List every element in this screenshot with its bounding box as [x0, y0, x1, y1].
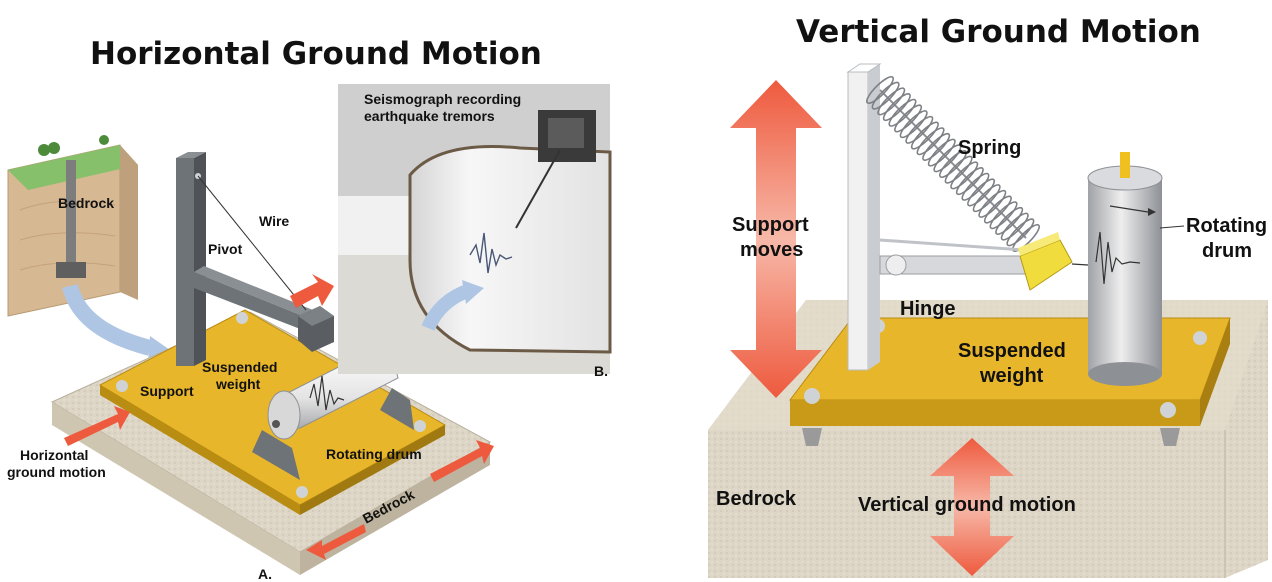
spring-coil [888, 98, 917, 127]
spring-coil [961, 172, 990, 201]
spring-coil [950, 161, 979, 190]
spring-coil [983, 195, 1012, 224]
photo-caption-2: earthquake tremors [364, 108, 495, 124]
spring-coil [978, 189, 1007, 218]
left-suspended-weight [298, 306, 334, 352]
inset-pointer-arrow [62, 283, 153, 356]
support-moves-label-2: moves [740, 239, 803, 261]
support-moves-label-1: Support [732, 214, 809, 236]
spring-coil [995, 206, 1024, 235]
left-ground-arrow-2 [430, 440, 494, 482]
wire [197, 175, 307, 311]
right-rotating-drum [1087, 152, 1163, 386]
right-drum-label-2: drum [1202, 240, 1252, 262]
spring-label: Spring [958, 137, 1021, 159]
spring [865, 75, 1041, 253]
vertical-ground-motion-arrow [930, 438, 1014, 576]
left-weight-label-1: Suspended [202, 359, 277, 375]
left-drum-label: Rotating drum [326, 446, 422, 462]
spring-coil [955, 167, 984, 196]
inset-bedrock-label: Bedrock [58, 195, 114, 211]
spring-coil [899, 110, 928, 139]
pen-motion-arrow [290, 274, 334, 308]
spring-coil [916, 127, 945, 156]
spring-coil [927, 138, 956, 167]
spring-coil [910, 121, 939, 150]
bedrock-inset: Bedrock [7, 135, 138, 317]
right-weight-label-1: Suspended [958, 340, 1066, 362]
panel-b-label: B. [594, 363, 608, 379]
spring-coil [972, 184, 1001, 213]
support-moves-arrow [730, 80, 822, 398]
spring-coil [922, 132, 951, 161]
right-panel-title: Vertical Ground Motion [796, 14, 1201, 50]
hinge-label: Hinge [900, 298, 956, 320]
hinge-and-boom [879, 238, 1027, 276]
right-bedrock-label: Bedrock [716, 488, 797, 510]
left-ground-arrow-3 [306, 524, 366, 560]
left-support-column [176, 152, 206, 366]
seismograph-photo [338, 84, 612, 374]
vertical-ground-motion-label: Vertical ground motion [858, 494, 1076, 516]
left-weight-label-2: weight [215, 376, 261, 392]
left-ground-motion-label-2: ground motion [7, 464, 106, 480]
right-drum-label-1: Rotating [1186, 215, 1267, 237]
spring-coil [1006, 218, 1035, 247]
left-boom-arm [194, 266, 318, 332]
spring-coil [989, 201, 1018, 230]
spring-coil [933, 144, 962, 173]
spring-coil [905, 115, 934, 144]
right-support-column [846, 63, 882, 371]
spring-coil [967, 178, 996, 207]
right-weight-label-2: weight [979, 365, 1044, 387]
drum-leader-line [1159, 225, 1185, 229]
spring-coil [894, 104, 923, 133]
wire-label: Wire [259, 213, 289, 229]
spring-coil [882, 93, 911, 122]
panel-a-label: A. [258, 566, 272, 582]
photo-caption-1: Seismograph recording [364, 91, 521, 107]
spring-coil [938, 149, 968, 179]
spring-coil [871, 81, 900, 110]
support-label: Support [140, 383, 194, 399]
spring-coil [865, 75, 895, 105]
spring-coil [877, 87, 906, 116]
left-ground-arrow-1 [64, 406, 130, 446]
spring-coil [1000, 212, 1029, 241]
left-ground-motion-label-1: Horizontal [20, 447, 88, 463]
pivot-label: Pivot [208, 241, 243, 257]
left-panel-title: Horizontal Ground Motion [90, 36, 542, 72]
spring-coil [944, 155, 973, 184]
